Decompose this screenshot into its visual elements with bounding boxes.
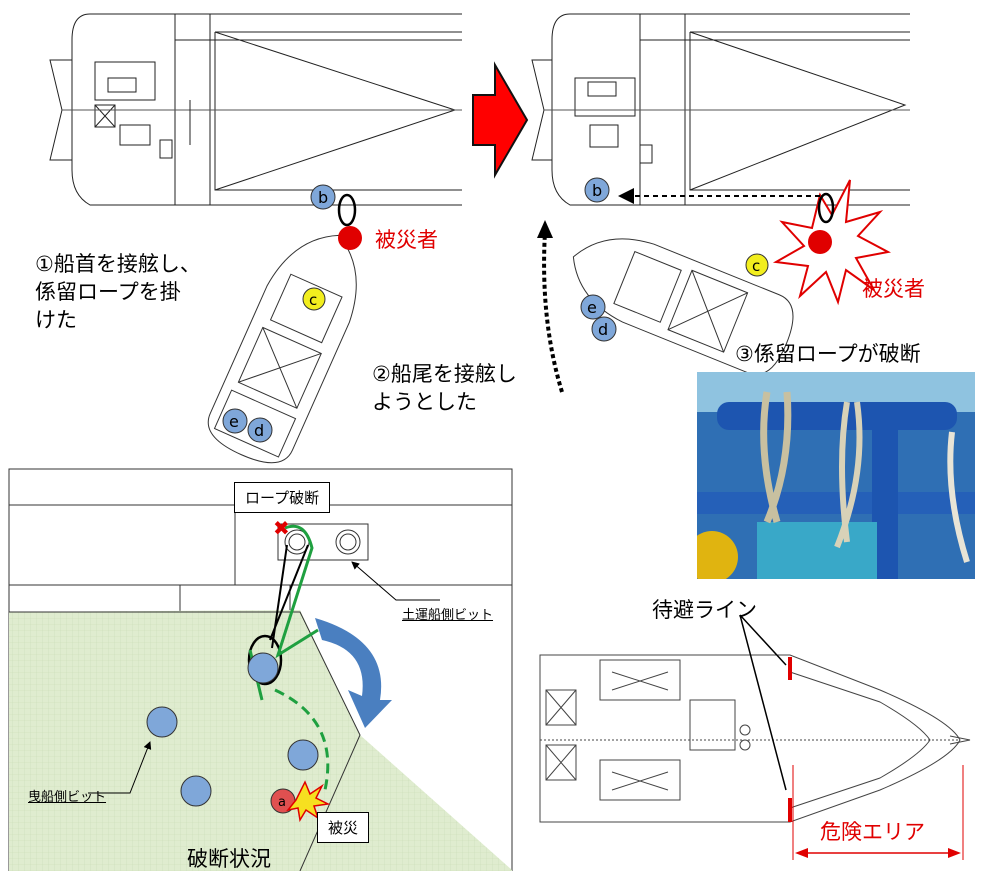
rope-black <box>269 544 309 649</box>
tug-bitt-1 <box>146 706 178 738</box>
tug-bitt-3 <box>180 775 212 807</box>
marker-d-right-label: d <box>598 320 608 339</box>
tug-plan-bottom <box>539 654 971 823</box>
marker-b-right-label: b <box>592 181 602 200</box>
victim-label-right: 被災者 <box>862 277 925 301</box>
stern-approach-arrow-head <box>537 220 553 238</box>
barge-plan-left <box>49 13 462 206</box>
marker-d-right <box>591 316 617 342</box>
danger-area-label: 危険エリア <box>820 820 925 844</box>
marker-b-left <box>310 184 336 210</box>
burst-right <box>772 179 891 306</box>
tug-bitt-main <box>247 652 279 684</box>
marker-e-left-label: e <box>229 412 239 431</box>
danger-arrow-left <box>795 848 808 858</box>
step2-line2: ようとした <box>372 390 477 414</box>
marker-e-right <box>580 294 606 320</box>
tug-bitt-label: 曳船側ビット <box>28 790 107 805</box>
marker-e-left <box>222 408 248 434</box>
rope-loop-left <box>337 193 357 227</box>
step2-text: ②船尾を接舷し ようとした <box>372 360 517 416</box>
transition-arrow <box>472 61 529 179</box>
rope-loop-right <box>817 192 835 224</box>
step1-line1: ①船首を接舷し、 <box>35 252 201 276</box>
barge-plan-right <box>531 13 910 206</box>
detail-diagram: a ✖ <box>8 468 513 871</box>
wait-line-label: 待避ライン <box>652 598 757 622</box>
marker-b-right <box>584 177 610 203</box>
tug-bitt-2 <box>287 739 319 771</box>
marker-b-left-label: b <box>318 188 328 207</box>
detail-caption: 破断状況 <box>187 847 271 871</box>
marker-a-label: a <box>278 795 286 810</box>
marker-e-right-label: e <box>587 298 597 317</box>
rope-black-loop <box>247 634 283 686</box>
stern-approach-arrow <box>542 231 564 393</box>
victim-dot-left <box>338 226 362 250</box>
marker-c-left <box>302 287 326 311</box>
step1-text: ①船首を接舷し、 係留ロープを掛 けた <box>35 250 201 334</box>
step1-line2: 係留ロープを掛 <box>35 280 181 304</box>
rope-break-label: ロープ破断 <box>234 482 331 513</box>
tug-boat-left <box>207 234 357 464</box>
step1-line3: けた <box>35 308 77 332</box>
step3-text: ③係留ロープが破断 <box>735 342 921 366</box>
marker-c-left-label: c <box>309 291 317 309</box>
marker-c-right-label: c <box>752 257 760 275</box>
victim-dot-right <box>808 230 832 254</box>
marker-d-left <box>247 417 273 443</box>
victim-label-left: 被災者 <box>375 228 438 252</box>
broken-rope-photo <box>697 372 975 579</box>
disaster-label: 被災 <box>317 812 370 843</box>
step2-line1: ②船尾を接舷し <box>372 362 517 386</box>
barge-bitt-label: 土運船側ビット <box>402 608 494 623</box>
break-x-mark: ✖ <box>273 516 290 540</box>
wait-line-pointer <box>739 614 787 791</box>
marker-c-right <box>745 253 769 277</box>
rotation-arrow <box>315 618 392 728</box>
marker-d-left-label: d <box>254 421 264 440</box>
danger-arrow-right <box>948 848 961 858</box>
